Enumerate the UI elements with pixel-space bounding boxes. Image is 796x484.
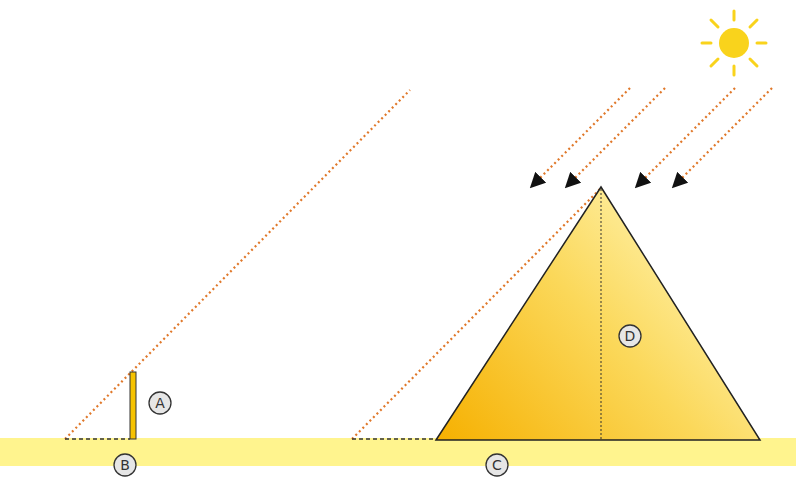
pyramid <box>436 187 760 440</box>
callout-letter: C <box>492 458 502 472</box>
sun-symbol <box>702 11 766 75</box>
callout-letter: A <box>155 396 165 410</box>
callout-circle: B <box>113 453 137 477</box>
pyramid-shadow <box>352 438 436 440</box>
stick <box>130 372 136 439</box>
callout-circle: A <box>148 391 172 415</box>
stick-shadow <box>65 438 130 440</box>
height-line <box>601 189 602 439</box>
callout-letter: B <box>120 458 130 472</box>
callout-circle: D <box>618 324 642 348</box>
callout-circle: C <box>485 453 509 477</box>
sun-ray <box>65 88 772 439</box>
callout-letter: D <box>625 329 636 343</box>
